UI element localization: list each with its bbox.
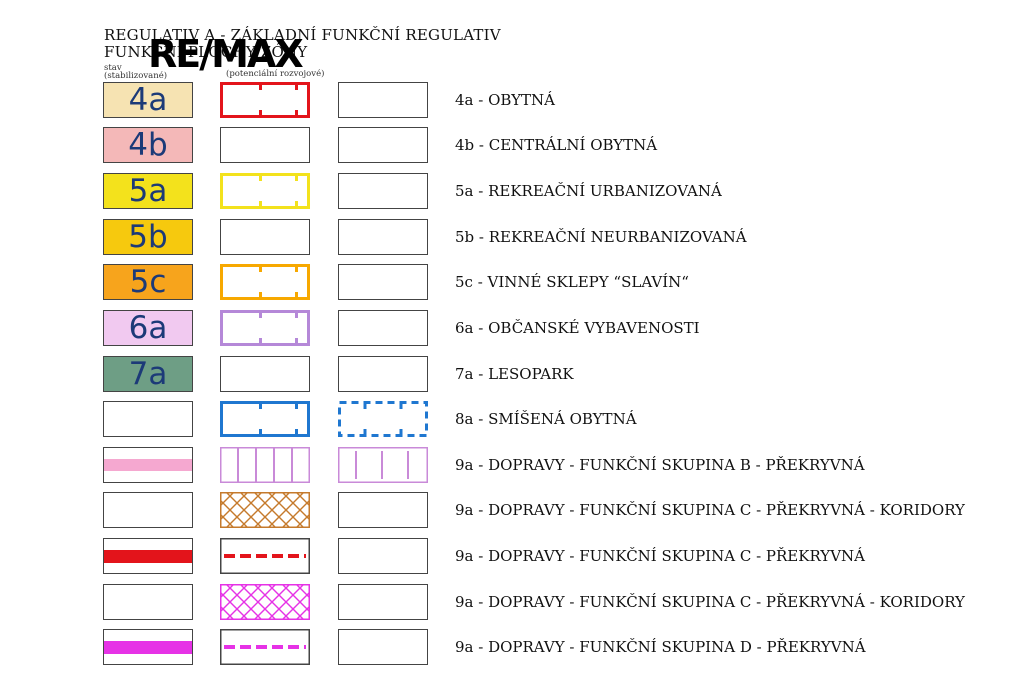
legend-swatch-stav: 5c (103, 264, 193, 300)
legend-swatch-stav (103, 538, 193, 574)
legend-code: 5a (128, 173, 168, 209)
legend-swatch-col3 (338, 264, 428, 300)
legend-swatch-rozvoj (220, 82, 310, 118)
remax-logo: RE/MAX (148, 32, 304, 76)
legend-label: 4b - CENTRÁLNÍ OBYTNÁ (455, 136, 658, 154)
legend-swatch-stav: 4a (103, 82, 193, 118)
legend-swatch-rozvoj (220, 538, 310, 574)
legend-swatch-col3 (338, 310, 428, 346)
legend-swatch-rozvoj (220, 356, 310, 392)
pink-line-swatch (104, 459, 192, 471)
legend-swatch-rozvoj (220, 127, 310, 163)
magenta-line-swatch (104, 640, 192, 654)
legend-swatch-rozvoj (220, 492, 310, 528)
legend-swatch-stav (103, 584, 193, 620)
legend-label: 5a - REKREAČNÍ URBANIZOVANÁ (455, 182, 722, 200)
legend-code: 6a (128, 310, 168, 346)
legend-swatch-rozvoj (220, 173, 310, 209)
legend-swatch-rozvoj (220, 310, 310, 346)
legend-swatch-stav: 5a (103, 173, 193, 209)
legend-swatch-rozvoj (220, 264, 310, 300)
legend-label: 9a - DOPRAVY - FUNKČNÍ SKUPINA C - PŘEKR… (455, 547, 865, 565)
legend-label: 9a - DOPRAVY - FUNKČNÍ SKUPINA C - PŘEKR… (455, 501, 965, 519)
legend-swatch-col3 (338, 127, 428, 163)
legend-label: 5c - VINNÉ SKLEPY “SLAVÍN“ (455, 273, 689, 291)
red-line-swatch (104, 549, 192, 563)
legend-label: 9a - DOPRAVY - FUNKČNÍ SKUPINA D - PŘEKR… (455, 638, 866, 656)
legend-swatch-stav (103, 492, 193, 528)
legend-swatch-col3 (338, 356, 428, 392)
document-title-line-1: REGULATIV A - ZÁKLADNÍ FUNKČNÍ REGULATIV (104, 26, 501, 44)
legend-code: 4b (128, 127, 168, 163)
legend-swatch-col3 (338, 538, 428, 574)
legend-swatch-col3 (338, 219, 428, 255)
legend-swatch-rozvoj (220, 629, 310, 665)
legend-swatch-rozvoj (220, 584, 310, 620)
legend-label: 5b - REKREAČNÍ NEURBANIZOVANÁ (455, 228, 747, 246)
legend-swatch-stav: 5b (103, 219, 193, 255)
legend-swatch-stav (103, 629, 193, 665)
legend-label: 9a - DOPRAVY - FUNKČNÍ SKUPINA C - PŘEKR… (455, 593, 965, 611)
legend-swatch-stav (103, 447, 193, 483)
legend-label: 9a - DOPRAVY - FUNKČNÍ SKUPINA B - PŘEKR… (455, 456, 865, 474)
legend-swatch-rozvoj (220, 219, 310, 255)
legend-label: 8a - SMÍŠENÁ OBYTNÁ (455, 410, 637, 428)
legend-swatch-rozvoj (220, 447, 310, 483)
legend-code: 7a (128, 356, 168, 392)
col2-heading: (potenciální rozvojové) (226, 69, 325, 79)
legend-swatch-stav: 6a (103, 310, 193, 346)
legend-swatch-col3 (338, 447, 428, 483)
legend-swatch-stav: 7a (103, 356, 193, 392)
legend-label: 4a - OBYTNÁ (455, 91, 556, 109)
legend-swatch-stav: 4b (103, 127, 193, 163)
col1-heading-stabilizovane: (stabilizované) (104, 71, 168, 81)
legend-code: 4a (128, 82, 168, 118)
document-title-line-2: FUNKČNÍ PLOCHY ZÓNY (104, 43, 308, 61)
legend-swatch-col3 (338, 173, 428, 209)
legend-swatch-rozvoj (220, 401, 310, 437)
legend-swatch-col3 (338, 584, 428, 620)
legend-swatch-col3 (338, 82, 428, 118)
legend-swatch-col3 (338, 401, 428, 437)
col1-heading-stav: stav (104, 63, 122, 73)
legend-swatch-stav (103, 401, 193, 437)
legend-code: 5c (129, 264, 167, 300)
legend-code: 5b (128, 219, 168, 255)
legend-label: 6a - OBČANSKÉ VYBAVENOSTI (455, 319, 700, 337)
legend-label: 7a - LESOPARK (455, 365, 574, 383)
legend-swatch-col3 (338, 492, 428, 528)
legend-swatch-col3 (338, 629, 428, 665)
